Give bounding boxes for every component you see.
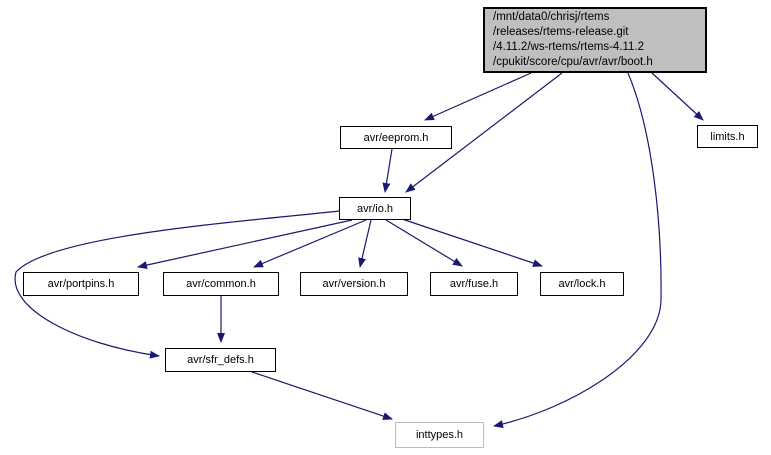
edge-boot-to-limits — [651, 72, 704, 121]
node-limits-h[interactable]: limits.h — [697, 125, 758, 148]
edge-boot-to-io — [405, 72, 563, 193]
edge-io-to-fuse — [385, 219, 463, 267]
edge-io-to-version — [358, 219, 372, 268]
edge-io-to-portpins — [137, 219, 353, 269]
edge-boot-to-inttypes — [493, 72, 662, 428]
edge-boot-to-eeprom — [424, 72, 532, 121]
edge-eeprom-to-io — [382, 148, 393, 193]
edge-io-to-sfr-defs — [14, 210, 340, 359]
node-version-h[interactable]: avr/version.h — [300, 272, 408, 296]
node-inttypes-h[interactable]: inttypes.h — [395, 422, 484, 448]
node-portpins-h[interactable]: avr/portpins.h — [23, 272, 139, 296]
node-lock-h[interactable]: avr/lock.h — [540, 272, 624, 296]
edge-io-to-common — [253, 219, 367, 268]
edge-io-to-lock — [401, 218, 543, 267]
node-io-h[interactable]: avr/io.h — [339, 197, 411, 220]
node-boot-h: /mnt/data0/chrisj/rtems /releases/rtems-… — [483, 7, 707, 73]
node-common-h[interactable]: avr/common.h — [163, 272, 279, 296]
node-fuse-h[interactable]: avr/fuse.h — [430, 272, 518, 296]
edge-sfr-defs-to-inttypes — [251, 371, 393, 420]
node-eeprom-h[interactable]: avr/eeprom.h — [340, 126, 452, 149]
node-sfr-defs-h[interactable]: avr/sfr_defs.h — [165, 348, 276, 372]
